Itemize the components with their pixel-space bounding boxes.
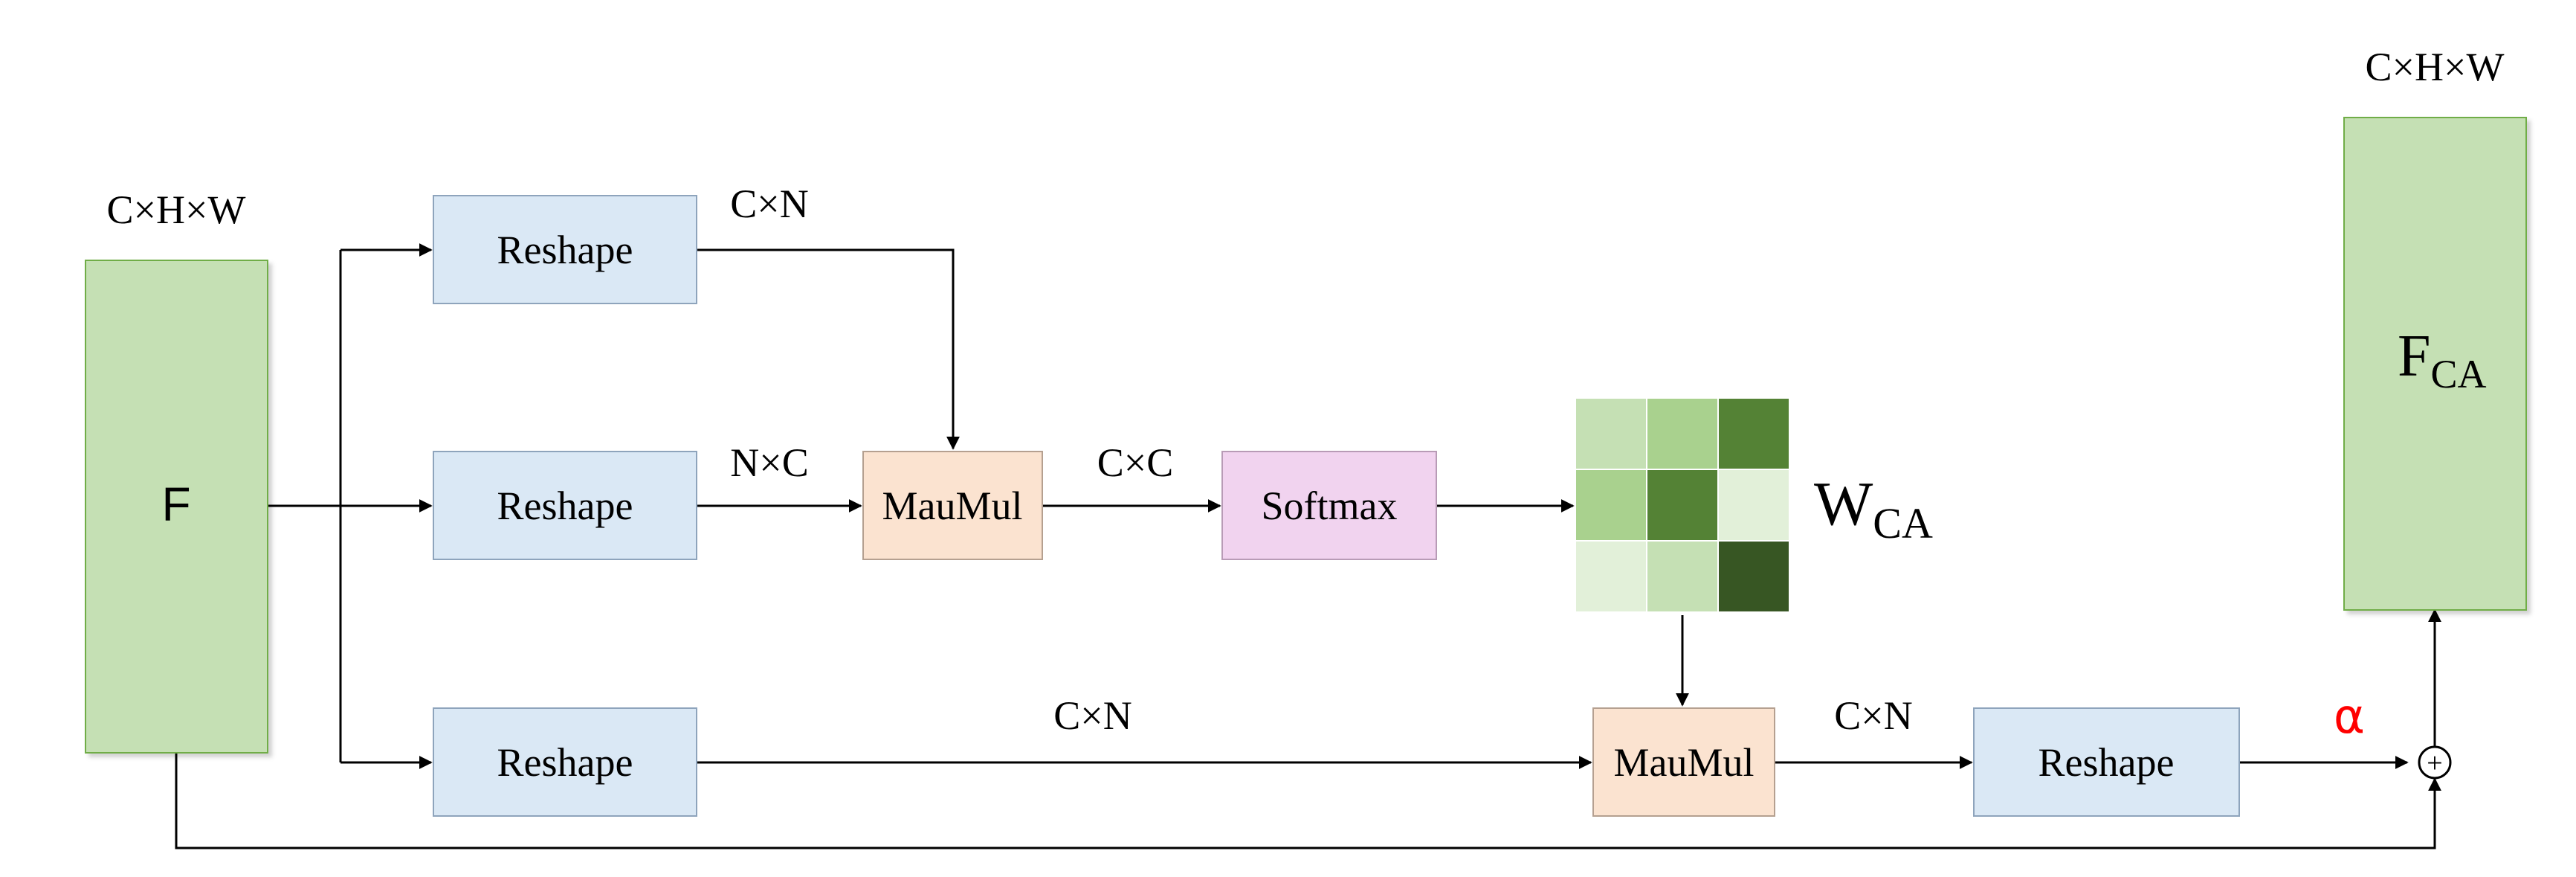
reshape-box-2: Reshape	[433, 451, 697, 560]
weight-cell-r2-c0	[1575, 540, 1647, 613]
input-feature-box	[85, 260, 268, 754]
reshape-3-label: Reshape	[497, 740, 633, 785]
sum-node: +	[2418, 745, 2452, 780]
reshape-box-4: Reshape	[1973, 707, 2240, 817]
matmul-2-label: MauMul	[1614, 740, 1755, 785]
dim-label-cn-right: C×N	[1834, 693, 1912, 738]
weight-cell-r0-c2	[1717, 397, 1790, 470]
dim-label-cn-top: C×N	[730, 181, 808, 226]
weight-matrix-label: WCA	[1814, 469, 1933, 547]
edge-residual-f-to-plus	[175, 753, 2441, 849]
reshape-box-3: Reshape	[433, 707, 697, 817]
plus-icon: +	[2427, 748, 2442, 779]
dim-label-cc: C×C	[1097, 440, 1174, 485]
weight-label-sub: CA	[1873, 499, 1933, 547]
alpha-label: α	[2334, 690, 2365, 745]
connectors	[175, 243, 2441, 849]
weight-cell-r0-c0	[1575, 397, 1647, 470]
weight-label-base: W	[1814, 469, 1873, 539]
matmul-1-label: MauMul	[882, 484, 1023, 528]
weight-cell-r1-c0	[1575, 469, 1647, 542]
output-feature-label: FCA	[2398, 324, 2487, 396]
dim-label-cn-bottom: C×N	[1053, 693, 1132, 738]
softmax-label: Softmax	[1262, 484, 1398, 528]
matmul-box-2: MauMul	[1592, 707, 1775, 817]
weight-cell-r1-c1	[1646, 469, 1719, 542]
weight-matrix	[1575, 397, 1790, 613]
weight-cell-r2-c2	[1717, 540, 1790, 613]
input-dims-label: C×H×W	[107, 187, 246, 232]
weight-cell-r0-c1	[1646, 397, 1719, 470]
weight-cell-r2-c1	[1646, 540, 1719, 613]
input-feature-label: F	[161, 478, 190, 531]
output-feature-box	[2343, 117, 2527, 611]
reshape-2-label: Reshape	[497, 484, 633, 528]
edge-reshape-1-to-matmul-1	[697, 248, 960, 450]
reshape-box-1: Reshape	[433, 195, 697, 304]
dim-label-nc: N×C	[730, 440, 808, 485]
weight-cell-r1-c2	[1717, 469, 1790, 542]
output-label-sub: CA	[2431, 352, 2487, 396]
output-label-base: F	[2398, 324, 2431, 389]
reshape-4-label: Reshape	[2038, 740, 2175, 785]
matmul-box-1: MauMul	[862, 451, 1043, 560]
output-dims-label: C×H×W	[2366, 45, 2505, 89]
reshape-1-label: Reshape	[497, 228, 633, 272]
softmax-box: Softmax	[1221, 451, 1437, 560]
